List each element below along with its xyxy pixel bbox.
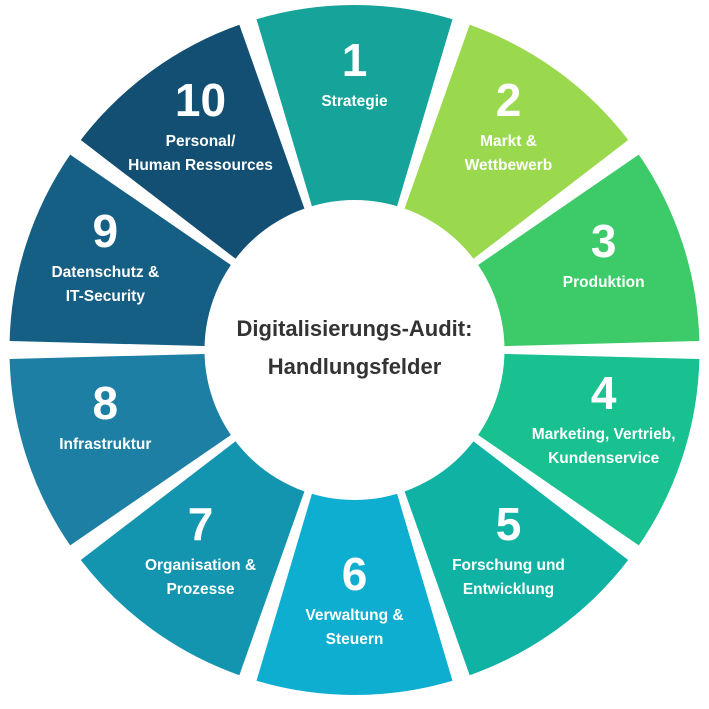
segment-4-label-line-1: Marketing, Vertrieb,	[532, 426, 676, 443]
segment-3-number: 3	[591, 215, 617, 267]
segment-5-label-line-2: Entwicklung	[463, 581, 554, 598]
segment-5-label-line-1: Forschung und	[452, 557, 565, 574]
segment-5	[403, 438, 629, 676]
segment-7-number: 7	[188, 498, 214, 550]
segment-7	[80, 438, 306, 676]
segment-4-number: 4	[591, 367, 617, 419]
segment-10-label-line-1: Personal/	[166, 133, 236, 150]
segment-10-number: 10	[175, 74, 226, 126]
segment-7-label-line-1: Organisation &	[145, 557, 256, 574]
segment-10	[80, 24, 306, 262]
segment-6-number: 6	[342, 548, 368, 600]
segment-7-label-line-2: Prozesse	[166, 581, 234, 598]
segment-3	[474, 154, 700, 347]
segment-8-number: 8	[93, 377, 119, 429]
segment-2-label-line-2: Wettbewerb	[465, 157, 553, 174]
center-title-line-2: Handlungsfelder	[268, 354, 442, 379]
segment-6-label-line-1: Verwaltung &	[305, 607, 403, 624]
segment-8	[9, 353, 235, 546]
segment-4-label-line-2: Kundenservice	[548, 450, 660, 467]
segment-2-number: 2	[496, 74, 522, 126]
segment-10-label-line-2: Human Ressources	[128, 157, 273, 174]
segment-1	[256, 5, 453, 211]
segment-4	[474, 353, 700, 546]
segment-3-label-line-1: Produktion	[563, 274, 645, 291]
segment-6-label-line-2: Steuern	[326, 631, 384, 648]
segment-2-label-line-1: Markt &	[480, 133, 537, 150]
segment-2	[403, 24, 629, 262]
segment-9-label-line-2: IT-Security	[66, 288, 146, 305]
segment-9-label-line-1: Datenschutz &	[51, 264, 159, 281]
segment-1-number: 1	[342, 34, 368, 86]
segment-9	[9, 154, 235, 347]
segment-9-number: 9	[93, 205, 119, 257]
center-title-line-1: Digitalisierungs-Audit:	[237, 316, 473, 341]
segment-6	[256, 489, 453, 695]
segment-1-label-line-1: Strategie	[321, 93, 388, 110]
segment-5-number: 5	[496, 498, 522, 550]
segment-8-label-line-1: Infrastruktur	[59, 436, 151, 453]
center-circle	[204, 200, 505, 500]
